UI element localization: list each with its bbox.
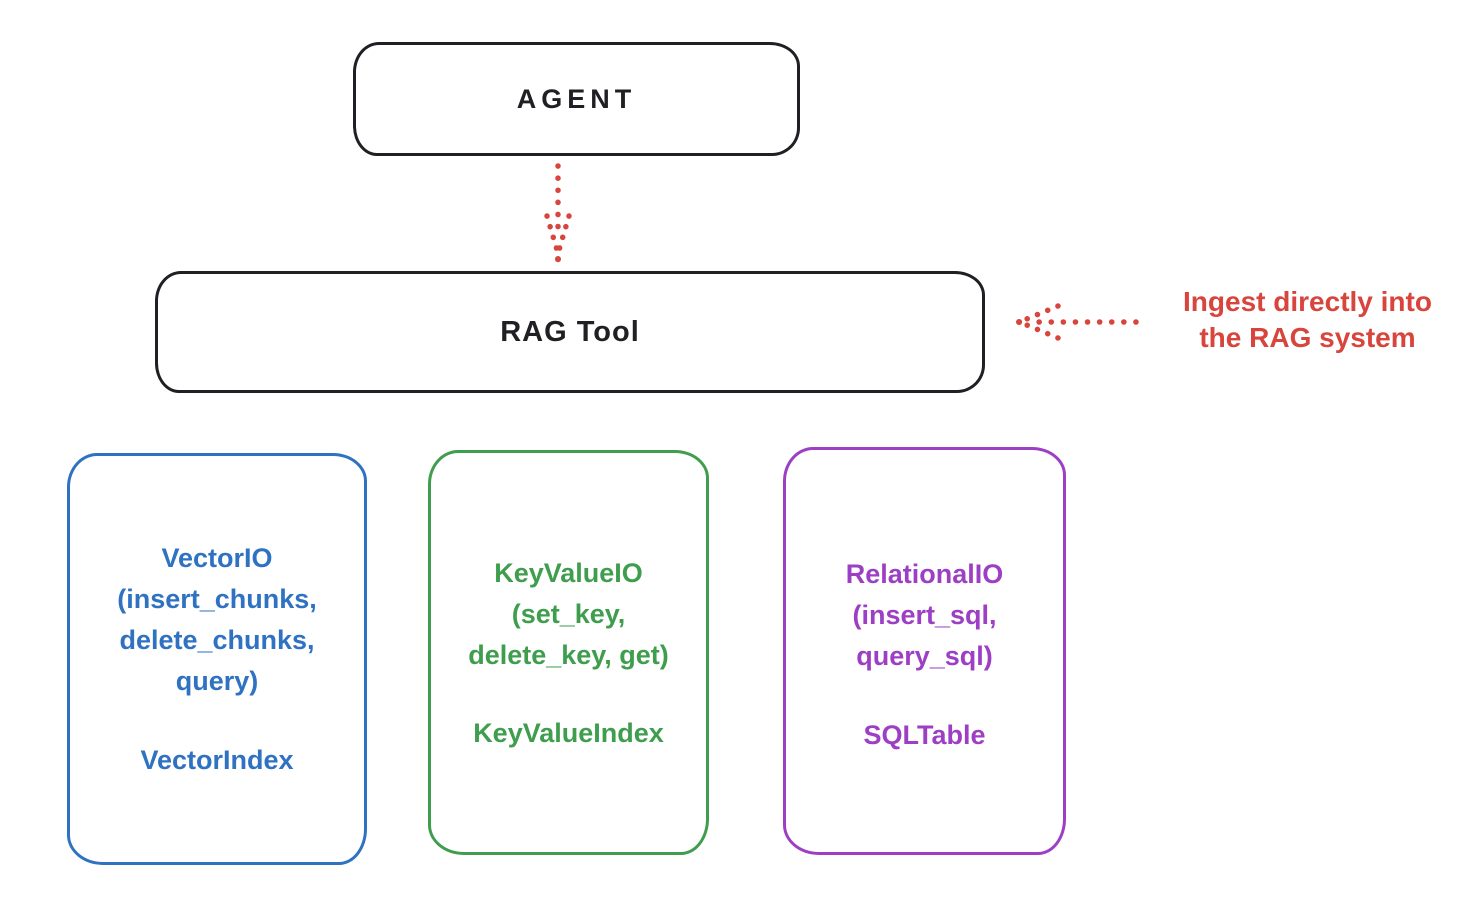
rag-tool-label: RAG Tool <box>500 315 640 348</box>
rag-tool-box: RAG Tool <box>155 271 985 393</box>
vector-index-label: VectorIndex <box>140 745 294 775</box>
dotted-left-arrow-icon <box>1016 303 1139 341</box>
keyvalue-io-body: KeyValueIO (set_key, delete_key, get) <box>468 558 669 670</box>
agent-box: AGENT <box>353 42 800 156</box>
sql-table-label: SQLTable <box>863 720 986 750</box>
relational-io-body: RelationalIO (insert_sql, query_sql) <box>845 559 1004 671</box>
vector-io-body: VectorIO (insert_chunks, delete_chunks, … <box>117 543 317 696</box>
dotted-down-arrow-icon <box>544 163 572 263</box>
relational-io-box: RelationalIO (insert_sql, query_sql) SQL… <box>783 447 1066 855</box>
ingest-arrow <box>1012 298 1142 346</box>
ingest-annotation: Ingest directly into the RAG system <box>1135 284 1480 356</box>
agent-label: AGENT <box>516 83 637 114</box>
ingest-annotation-line2: the RAG system <box>1199 322 1416 353</box>
ingest-annotation-line1: Ingest directly into <box>1183 286 1432 317</box>
keyvalue-io-box: KeyValueIO (set_key, delete_key, get) Ke… <box>428 450 709 855</box>
vector-io-box: VectorIO (insert_chunks, delete_chunks, … <box>67 453 367 865</box>
keyvalue-index-label: KeyValueIndex <box>473 718 664 748</box>
agent-to-ragtool-arrow <box>541 162 575 266</box>
